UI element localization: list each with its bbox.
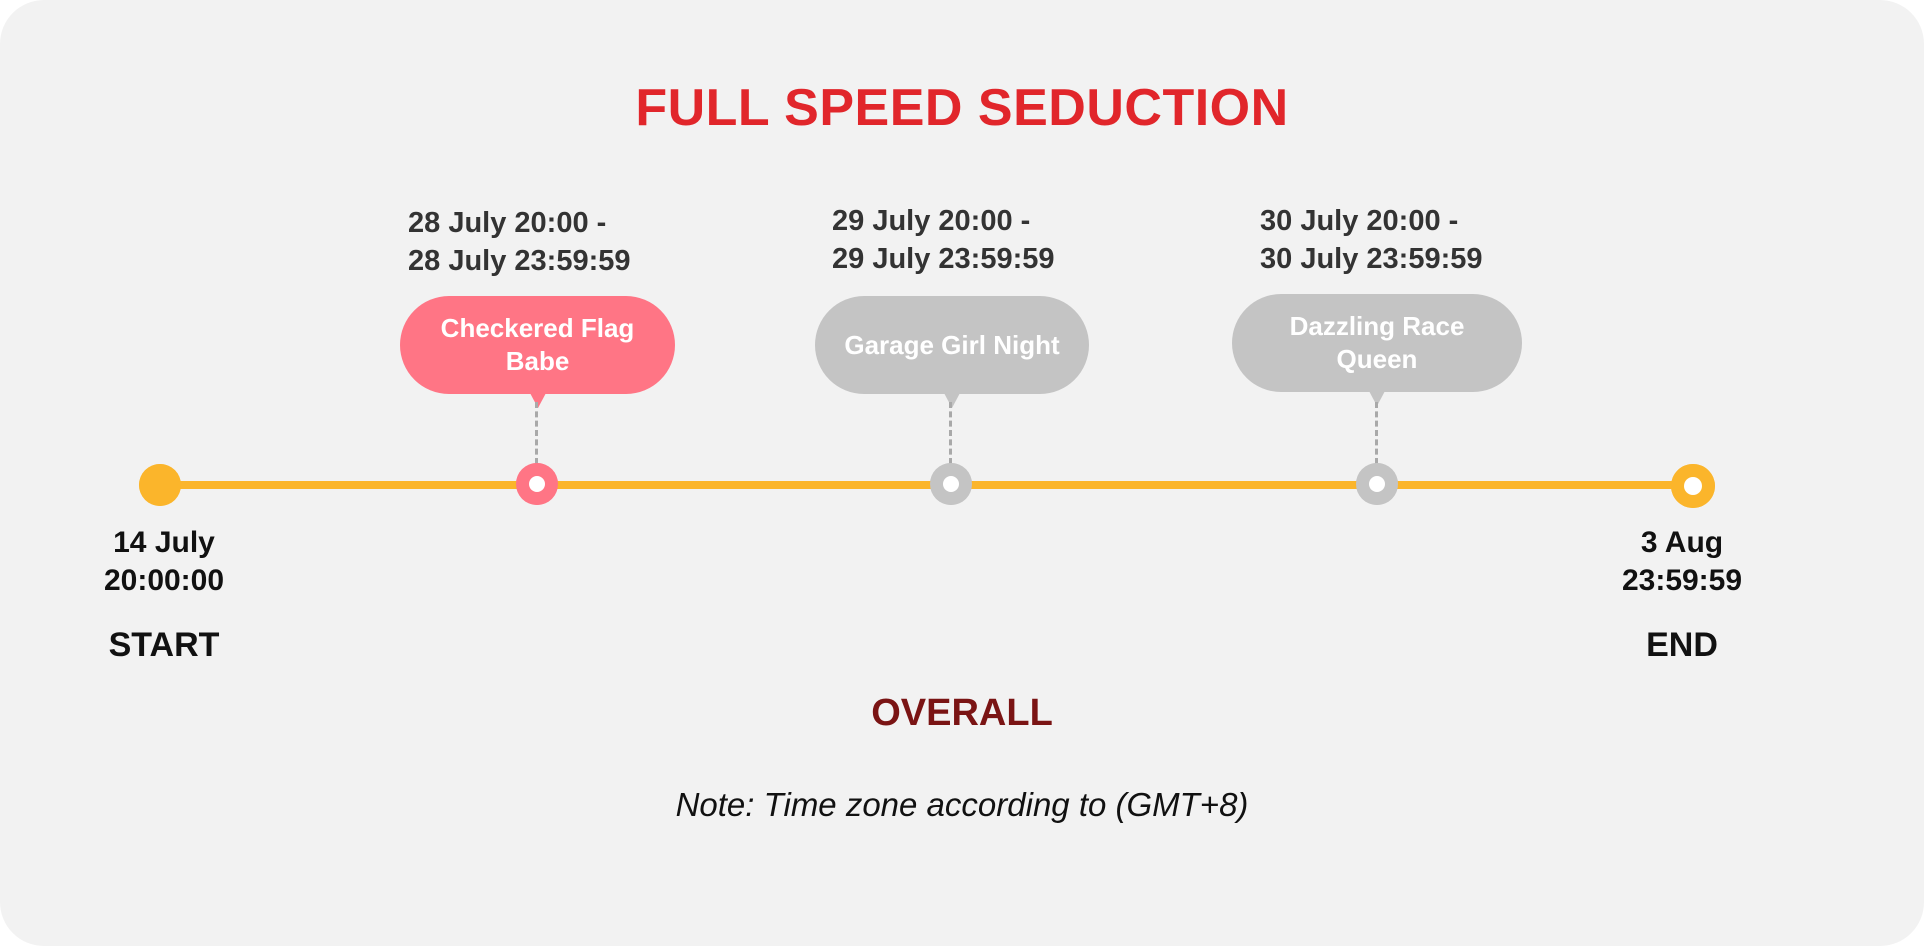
event-time-3: 30 July 20:00 - 30 July 23:59:59	[1260, 202, 1482, 278]
event-bubble-checkered-flag-babe[interactable]: Checkered Flag Babe	[400, 296, 675, 408]
start-label: START	[108, 626, 220, 664]
event-time-1-end: 28 July 23:59:59	[408, 245, 631, 277]
bubble-pointer	[1369, 391, 1385, 406]
bubble-pointer	[944, 393, 960, 408]
event-time-2-start: 29 July 20:00 -	[832, 205, 1031, 237]
timeline-start-marker-top	[139, 464, 181, 506]
event-marker-1-top[interactable]	[516, 463, 558, 505]
start-time: 14 July 20:00:00	[64, 524, 264, 600]
end-time: 3 Aug 23:59:59	[1582, 524, 1782, 600]
timezone-note: Note: Time zone according to (GMT+8)	[675, 786, 1249, 823]
start-date: 14 July	[113, 526, 215, 559]
event-connector-2	[949, 402, 952, 464]
end-clock: 23:59:59	[1621, 564, 1743, 597]
start-clock: 20:00:00	[103, 564, 225, 597]
event-connector-1	[535, 402, 538, 464]
event-bubble-dazzling-race-queen[interactable]: Dazzling Race Queen	[1232, 294, 1522, 406]
event-time-1: 28 July 20:00 - 28 July 23:59:59	[408, 204, 630, 280]
event-time-2-end: 29 July 23:59:59	[832, 243, 1055, 275]
event-time-2: 29 July 20:00 - 29 July 23:59:59	[832, 202, 1054, 278]
end-label: END	[1646, 626, 1718, 664]
event-bubble-garage-girl-night[interactable]: Garage Girl Night	[815, 296, 1089, 408]
event-name-3-line1: Dazzling Race Queen	[1289, 311, 1465, 374]
event-marker-3-top[interactable]	[1356, 463, 1398, 505]
event-marker-2-top[interactable]	[930, 463, 972, 505]
event-time-3-end: 30 July 23:59:59	[1260, 243, 1483, 275]
end-date: 3 Aug	[1640, 526, 1724, 559]
event-name-1-line2: Babe	[505, 346, 570, 376]
timeline-end-marker-top	[1671, 464, 1715, 508]
timeline-bar	[160, 481, 1694, 489]
bubble-pointer	[529, 393, 546, 408]
event-time-3-start: 30 July 20:00 -	[1260, 205, 1459, 237]
overall-label: OVERALL	[871, 692, 1053, 734]
page-title: FULL SPEED SEDUCTION	[635, 79, 1289, 137]
event-name-1-line1: Checkered Flag	[440, 313, 635, 343]
event-connector-3	[1375, 402, 1378, 464]
event-name-2-line1: Garage Girl Night	[844, 329, 1060, 360]
event-time-1-start: 28 July 20:00 -	[408, 207, 607, 239]
